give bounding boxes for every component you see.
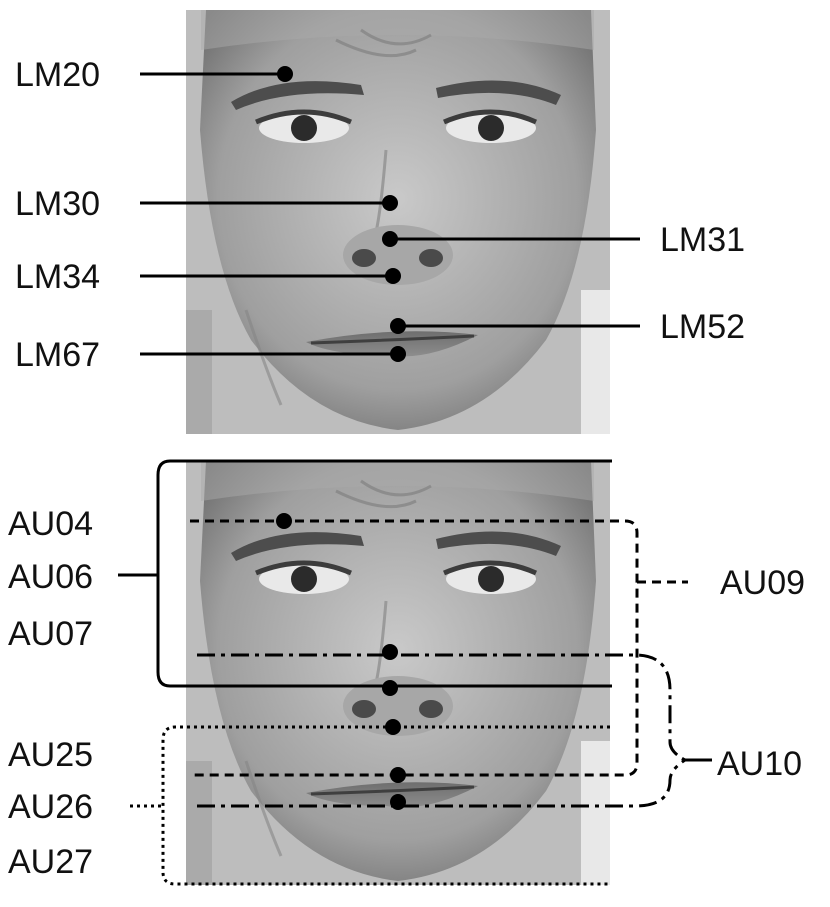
au-label-au09: AU09: [720, 564, 805, 602]
landmark-dot-lm31: [382, 231, 398, 247]
bottom-au-labels: AU04 AU06 AU07 AU09 AU10 AU25 AU26 AU27: [8, 505, 805, 881]
au-dot-nose-tip: [382, 680, 398, 696]
landmark-label-lm67: LM67: [15, 336, 100, 374]
top-landmark-labels: LM20 LM30 LM31 LM34 LM52 LM67: [15, 56, 745, 374]
au-dot-brow: [276, 513, 292, 529]
au-label-au04: AU04: [8, 505, 93, 543]
landmark-dot-lm52: [390, 318, 406, 334]
bottom-face-photo: [186, 461, 610, 885]
landmark-label-lm30: LM30: [15, 185, 100, 223]
au-dot-nose-bridge: [382, 644, 398, 660]
top-landmark-dots: [277, 66, 406, 362]
au-label-au25: AU25: [8, 736, 93, 774]
top-landmark-lines: [140, 72, 640, 356]
landmark-label-lm20: LM20: [15, 56, 100, 94]
landmark-dot-lm30: [382, 195, 398, 211]
au09-bracket: [190, 519, 639, 777]
au-label-au10: AU10: [717, 745, 802, 783]
au-dot-upper-lip: [390, 767, 406, 783]
au-dot-lower-lip: [390, 794, 406, 810]
landmark-label-lm34: LM34: [15, 258, 100, 296]
landmark-label-lm31: LM31: [660, 221, 745, 259]
au-label-au07: AU07: [8, 615, 93, 653]
bottom-landmark-dots: [276, 513, 406, 810]
landmark-dot-lm20: [277, 66, 293, 82]
landmark-dot-lm67: [390, 346, 406, 362]
au-label-au27: AU27: [8, 843, 93, 881]
landmark-label-lm52: LM52: [660, 308, 745, 346]
landmark-dot-lm34: [385, 268, 401, 284]
au-label-au26: AU26: [8, 788, 93, 826]
au10-bracket: [197, 653, 686, 762]
bottom-region-lines: [118, 459, 712, 886]
au-dot-nose-base: [385, 719, 401, 735]
au-label-au06: AU06: [8, 558, 93, 596]
